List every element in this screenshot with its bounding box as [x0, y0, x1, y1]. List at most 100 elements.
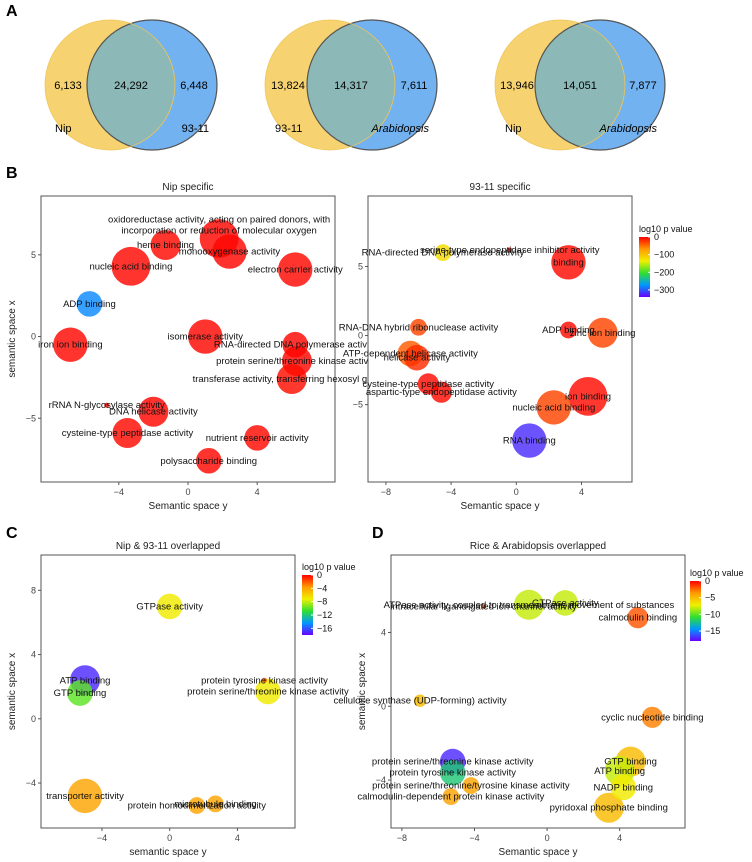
bubble-layer — [53, 219, 313, 474]
legend-title: log10 p value — [690, 568, 744, 578]
bubble — [439, 759, 466, 786]
bubble — [462, 777, 480, 794]
bubble-label: pyridoxal phosphate binding — [550, 803, 668, 814]
bubble — [195, 447, 222, 474]
venn-right-count: 7,611 — [401, 80, 428, 92]
bubble-label: iron ion binding — [38, 340, 102, 351]
chart-title: Rice & Arabidopsis overlapped — [470, 541, 606, 552]
x-tick-label: −4 — [469, 833, 479, 843]
y-axis-label: semantic space x — [357, 653, 368, 730]
bubble-label: intracellular ligand-gated ion channel a… — [390, 602, 577, 613]
legend-tick-label: −5 — [705, 593, 715, 603]
venn-right-outline — [534, 19, 666, 151]
bubble-label: zinc ion binding — [570, 328, 636, 339]
x-tick-label: −4 — [114, 487, 124, 497]
venn-overlap-count: 24,292 — [114, 80, 148, 92]
bubble-layer — [413, 589, 663, 823]
bubble — [212, 234, 247, 269]
bubble-label: protein serine/threonine kinase activity — [216, 356, 378, 367]
bubble-layer — [397, 244, 618, 458]
bubble — [150, 230, 181, 261]
bubble-label: microtubule binding — [174, 799, 256, 810]
bubble — [560, 321, 577, 339]
bubble — [282, 331, 309, 358]
bubble-label: calmodulin binding — [598, 613, 677, 624]
x-tick-label: −8 — [397, 833, 407, 843]
venn-left-count: 6,133 — [54, 80, 82, 92]
bubble-label: GTPase activity — [136, 601, 203, 612]
venn-overlap-region — [307, 20, 395, 150]
y-tick-label: 0 — [31, 714, 36, 724]
bubble-label: ATP binding — [594, 766, 645, 777]
bubble-label: calmodulin-dependent protein kinase acti… — [357, 792, 544, 803]
bubble — [104, 402, 110, 408]
bubble-label: ADP binding — [542, 325, 595, 336]
venn-left-name: 93-11 — [275, 123, 302, 135]
venn-right-name: Arabidopsis — [599, 123, 658, 135]
x-axis-label: semantic space y — [129, 847, 206, 858]
x-tick-label: 0 — [185, 487, 190, 497]
bubble — [552, 590, 579, 616]
panel-label-a: A — [6, 3, 18, 20]
bubble-label: helicase activity — [384, 353, 451, 364]
legend-colorbar — [690, 581, 701, 641]
bubble — [536, 390, 571, 425]
venn-right-name: Arabidopsis — [371, 123, 430, 135]
legend-title: log10 p value — [302, 562, 356, 572]
label-layer: ATPase activity, coupled to transmembran… — [333, 598, 703, 814]
legend-tick-label: −8 — [317, 597, 327, 607]
chart-title: Nip specific — [162, 182, 213, 193]
bubble-label: GTPase activity — [532, 598, 599, 609]
label-layer: serine-type endopeptidase inhibitor acti… — [339, 245, 636, 447]
legend-tick-label: 0 — [654, 232, 659, 242]
panel-label-c: C — [6, 525, 18, 542]
bubble-label: heme binding — [137, 240, 194, 251]
venn-2: 13,824 14,317 7,611 93-11 Arabidopsis — [264, 19, 438, 151]
bubble — [434, 244, 452, 262]
chart-title: 93-11 specific — [470, 182, 531, 193]
panel-label-d: D — [372, 525, 384, 542]
venn-left-count: 13,824 — [271, 80, 305, 92]
bubble-label: transporter activity — [46, 791, 124, 802]
bubble — [551, 245, 586, 280]
bubble-label: NADP binding — [594, 782, 654, 793]
y-tick-label: 4 — [31, 650, 36, 660]
bubble — [568, 376, 608, 416]
bubble — [188, 797, 206, 814]
x-tick-label: −8 — [381, 487, 391, 497]
bubble-label: protein homodimerization activity — [128, 801, 267, 812]
legend-colorbar — [302, 575, 313, 635]
bubble — [276, 364, 307, 395]
label-layer: oxidoreductase activity, acting on paire… — [38, 214, 391, 466]
bubble-label: cyclic nucleotide binding — [601, 712, 703, 723]
bubble — [404, 344, 430, 371]
bubble-label: ADP binding — [63, 299, 116, 310]
venn-right-count: 6,448 — [180, 80, 208, 92]
legend-tick-label: 0 — [317, 570, 322, 580]
bubble-label: ion binding — [565, 391, 611, 402]
venn-left-outline — [44, 19, 176, 151]
bubble-layer — [67, 593, 281, 814]
chart-title: Nip & 93-11 overlapped — [116, 541, 220, 552]
legend-tick-label: −4 — [317, 583, 327, 593]
venn-overlap-count: 14,317 — [334, 80, 368, 92]
legend-tick-label: −12 — [317, 610, 332, 620]
bubble-label: protein serine/threonine kinase activity — [187, 687, 349, 698]
y-tick-label: 0 — [381, 701, 386, 711]
y-tick-label: 0 — [358, 331, 363, 341]
x-tick-label: −4 — [446, 487, 456, 497]
x-axis-label: Semantic space y — [149, 501, 228, 512]
x-tick-label: 0 — [167, 833, 172, 843]
bubble-label: polysaccharide binding — [160, 456, 257, 467]
legend-tick-label: −16 — [317, 623, 332, 633]
panel-label-b: B — [6, 165, 18, 182]
x-axis-label: Semantic space y — [461, 501, 540, 512]
